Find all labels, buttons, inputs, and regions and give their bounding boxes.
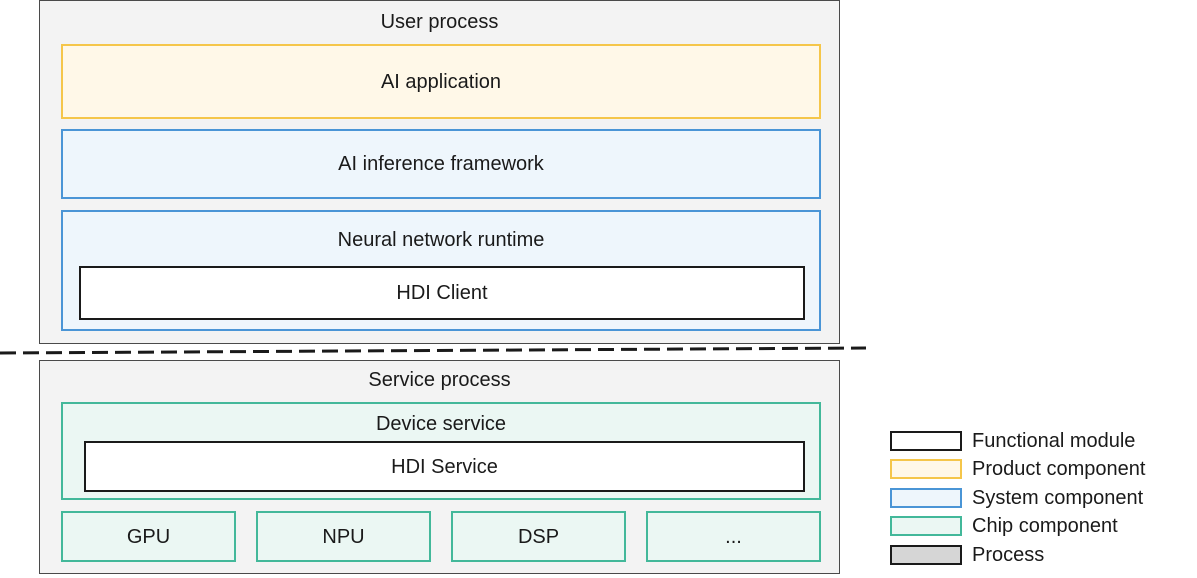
legend-item-chip: Chip component	[890, 515, 1190, 538]
chip-more-box: ...	[646, 511, 821, 562]
chip-gpu-box: GPU	[61, 511, 236, 562]
neural-network-runtime-label: Neural network runtime	[337, 229, 545, 251]
legend-swatch-chip	[890, 516, 962, 536]
chip-more-label: ...	[725, 525, 742, 548]
hdi-client-label: HDI Client	[396, 282, 488, 304]
legend-swatch-process	[890, 545, 962, 565]
chip-dsp-label: DSP	[517, 525, 560, 548]
chip-npu-label: NPU	[322, 525, 365, 548]
legend-item-process: Process	[890, 544, 1190, 567]
legend-label-chip: Chip component	[972, 515, 1118, 537]
legend-swatch-system	[890, 488, 962, 508]
legend-label-product: Product component	[972, 458, 1146, 480]
user-process-title: User process	[380, 11, 499, 33]
chip-npu-box: NPU	[256, 511, 431, 562]
legend-item-functional: Functional module	[890, 430, 1190, 453]
ai-inference-framework-label: AI inference framework	[338, 153, 544, 175]
process-boundary-divider	[0, 346, 867, 355]
device-service-label: Device service	[375, 413, 507, 435]
ai-inference-framework-box: AI inference framework	[61, 129, 821, 199]
hdi-service-label: HDI Service	[391, 455, 498, 478]
chip-gpu-label: GPU	[126, 525, 171, 548]
legend-label-process: Process	[972, 544, 1045, 566]
legend-item-system: System component	[890, 487, 1190, 510]
legend-swatch-product	[890, 459, 962, 479]
legend-label-functional: Functional module	[972, 430, 1136, 452]
legend-label-system: System component	[972, 487, 1144, 509]
chip-dsp-box: DSP	[451, 511, 626, 562]
hdi-client-box: HDI Client	[79, 266, 805, 320]
hdi-service-box: HDI Service	[84, 441, 805, 492]
legend-item-product: Product component	[890, 458, 1190, 481]
legend-swatch-functional	[890, 431, 962, 451]
ai-application-box: AI application	[61, 44, 821, 119]
ai-application-label: AI application	[380, 70, 502, 93]
service-process-title: Service process	[368, 369, 511, 391]
